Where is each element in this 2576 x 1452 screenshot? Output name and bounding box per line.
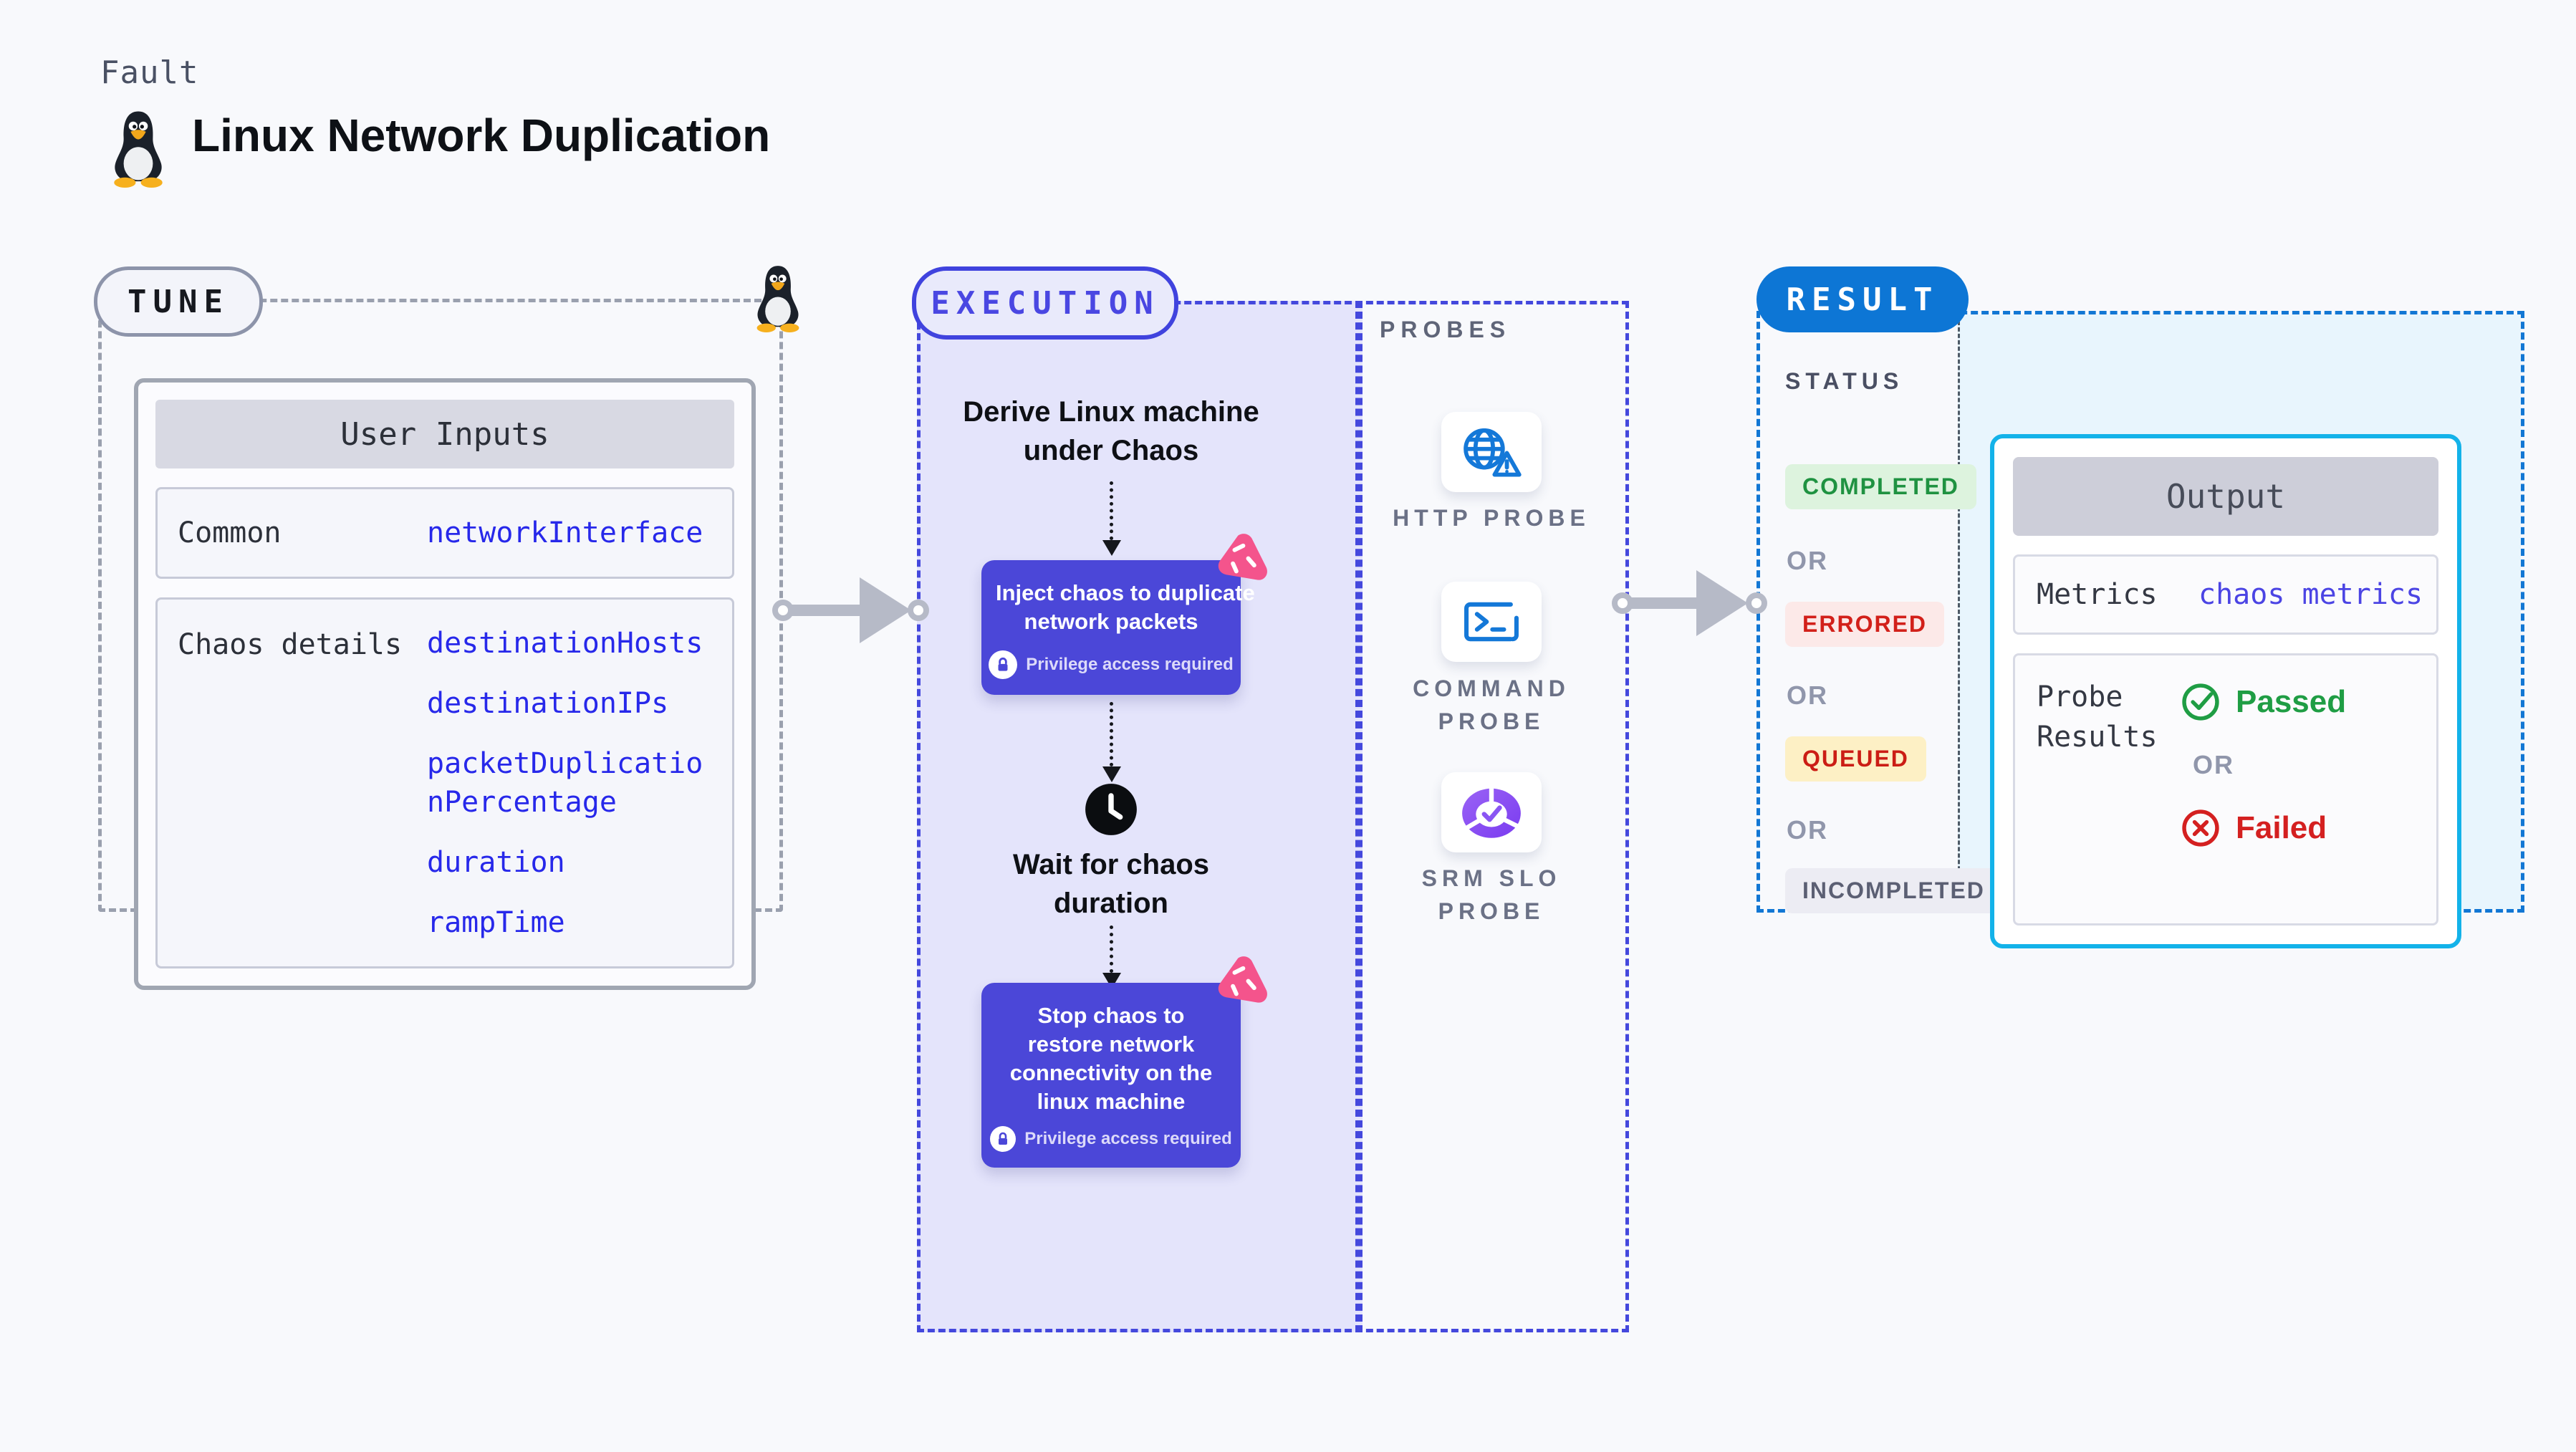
passed-result: Passed — [2180, 681, 2346, 723]
probe-label-line: PROBE — [1438, 898, 1545, 924]
privilege-note: Privilege access required — [1026, 655, 1234, 674]
or-label: OR — [1787, 681, 1828, 710]
step-line: Stop chaos to — [1037, 1003, 1185, 1028]
tux-penguin-small-icon — [756, 266, 799, 332]
probe-label-line: SRM SLO — [1421, 865, 1562, 891]
passed-check-icon — [2182, 683, 2219, 721]
dotted-connector — [1110, 925, 1113, 973]
input-value: destinationHosts — [427, 627, 703, 660]
input-value: rampTime — [427, 906, 565, 939]
step-wait-label: Wait for chaos duration — [925, 845, 1297, 923]
privilege-row: Privilege access required — [990, 1126, 1232, 1152]
arrow-shaft — [785, 605, 865, 616]
step-line: Derive Linux machine — [963, 396, 1259, 428]
inject-chaos-title: Inject chaos to duplicate network packet… — [996, 579, 1255, 636]
status-badge-completed: COMPLETED — [1785, 464, 1976, 509]
step-line: under Chaos — [1023, 435, 1199, 466]
output-header: Output — [2013, 457, 2438, 536]
step-line: linux machine — [1037, 1089, 1186, 1114]
status-title: STATUS — [1785, 368, 1904, 394]
dotted-connector — [1110, 702, 1113, 766]
or-label: OR — [2193, 750, 2234, 779]
tune-badge: TUNE — [94, 266, 263, 337]
probe-label-line: PROBE — [1438, 708, 1545, 734]
srm-slo-probe-card — [1441, 772, 1542, 852]
chaos-fault-icon — [1218, 956, 1267, 1003]
step-derive-label: Derive Linux machine under Chaos — [925, 393, 1297, 470]
user-inputs-header: User Inputs — [155, 400, 734, 468]
or-label: OR — [1787, 546, 1828, 575]
probes-section — [1355, 301, 1629, 1332]
page-title: Linux Network Duplication — [192, 110, 771, 161]
terminal-icon — [1464, 602, 1519, 642]
arrow-head — [1696, 570, 1748, 636]
failed-x-icon — [2182, 809, 2219, 847]
clock-icon — [1085, 784, 1137, 835]
dotted-arrow-head — [1102, 540, 1121, 556]
slo-donut-icon — [1462, 787, 1521, 838]
privilege-row: Privilege access required — [989, 650, 1234, 679]
lock-icon — [989, 650, 1018, 679]
input-value: networkInterface — [427, 516, 703, 549]
connector-dot — [1746, 592, 1767, 614]
step-line: restore network — [1027, 1032, 1195, 1057]
user-inputs-table: User Inputs Common networkInterface Chao… — [134, 378, 756, 990]
connector-dot — [772, 600, 794, 621]
http-probe-card — [1441, 412, 1542, 492]
step-line: Inject chaos to duplicate — [996, 580, 1255, 605]
inject-chaos-step: Inject chaos to duplicate network packet… — [981, 560, 1255, 695]
step-line: connectivity on the — [1009, 1060, 1213, 1085]
privilege-note: Privilege access required — [1024, 1129, 1232, 1148]
passed-label: Passed — [2236, 684, 2347, 719]
command-probe-label: COMMAND PROBE — [1370, 672, 1613, 738]
tux-penguin-icon — [114, 111, 163, 188]
connector-dot — [908, 600, 929, 621]
fault-kicker: Fault — [100, 54, 199, 91]
result-badge: RESULT — [1756, 266, 1969, 332]
dotted-arrow-head — [1102, 766, 1121, 782]
status-badge-errored: ERRORED — [1785, 602, 1945, 647]
probe-results-row: Probe Results Passed OR Failed — [2013, 653, 2438, 925]
status-badge-incompleted: INCOMPLETED — [1785, 868, 2002, 913]
execution-badge: EXECUTION — [912, 266, 1178, 340]
metrics-label: Metrics — [2037, 578, 2158, 611]
stop-chaos-step: Stop chaos to restore network connectivi… — [981, 983, 1241, 1168]
probe-label-line: COMMAND — [1413, 675, 1570, 701]
stop-chaos-title: Stop chaos to restore network connectivi… — [996, 1001, 1226, 1116]
step-line: network packets — [1024, 609, 1198, 634]
step-line: duration — [1054, 888, 1168, 919]
connector-dot — [1612, 592, 1633, 614]
probe-results-label: Probe Results — [2037, 681, 2158, 754]
input-value: packetDuplicationPercentage — [427, 747, 703, 819]
globe-warning-icon — [1464, 428, 1522, 477]
output-table: Output Metrics chaos metrics Probe Resul… — [1990, 434, 2461, 948]
input-row-common: Common networkInterface — [155, 487, 734, 579]
failed-result: Failed — [2180, 807, 2346, 849]
srm-slo-probe-label: SRM SLO PROBE — [1370, 862, 1613, 928]
metrics-value: chaos metrics — [2198, 578, 2423, 611]
step-line: Wait for chaos — [1012, 849, 1210, 880]
probe-label-line: HTTP PROBE — [1393, 505, 1590, 531]
arrow-head — [860, 577, 911, 643]
chaos-fault-icon — [1218, 534, 1267, 580]
metrics-row: Metrics chaos metrics — [2013, 554, 2438, 635]
command-probe-card — [1441, 582, 1542, 662]
failed-label: Failed — [2236, 810, 2327, 845]
input-value: duration — [427, 846, 565, 879]
lock-icon — [990, 1126, 1017, 1152]
or-label: OR — [1787, 815, 1828, 845]
arrow-shaft — [1625, 597, 1702, 609]
input-row-chaos-details: Chaos details destinationHosts destinati… — [155, 597, 734, 968]
probes-title: PROBES — [1380, 317, 1512, 342]
input-value: destinationIPs — [427, 687, 669, 720]
dotted-connector — [1110, 481, 1113, 540]
http-probe-label: HTTP PROBE — [1370, 501, 1613, 534]
input-row-label: Chaos details — [178, 628, 403, 661]
input-row-label: Common — [178, 516, 282, 549]
status-badge-queued: QUEUED — [1785, 736, 1926, 782]
